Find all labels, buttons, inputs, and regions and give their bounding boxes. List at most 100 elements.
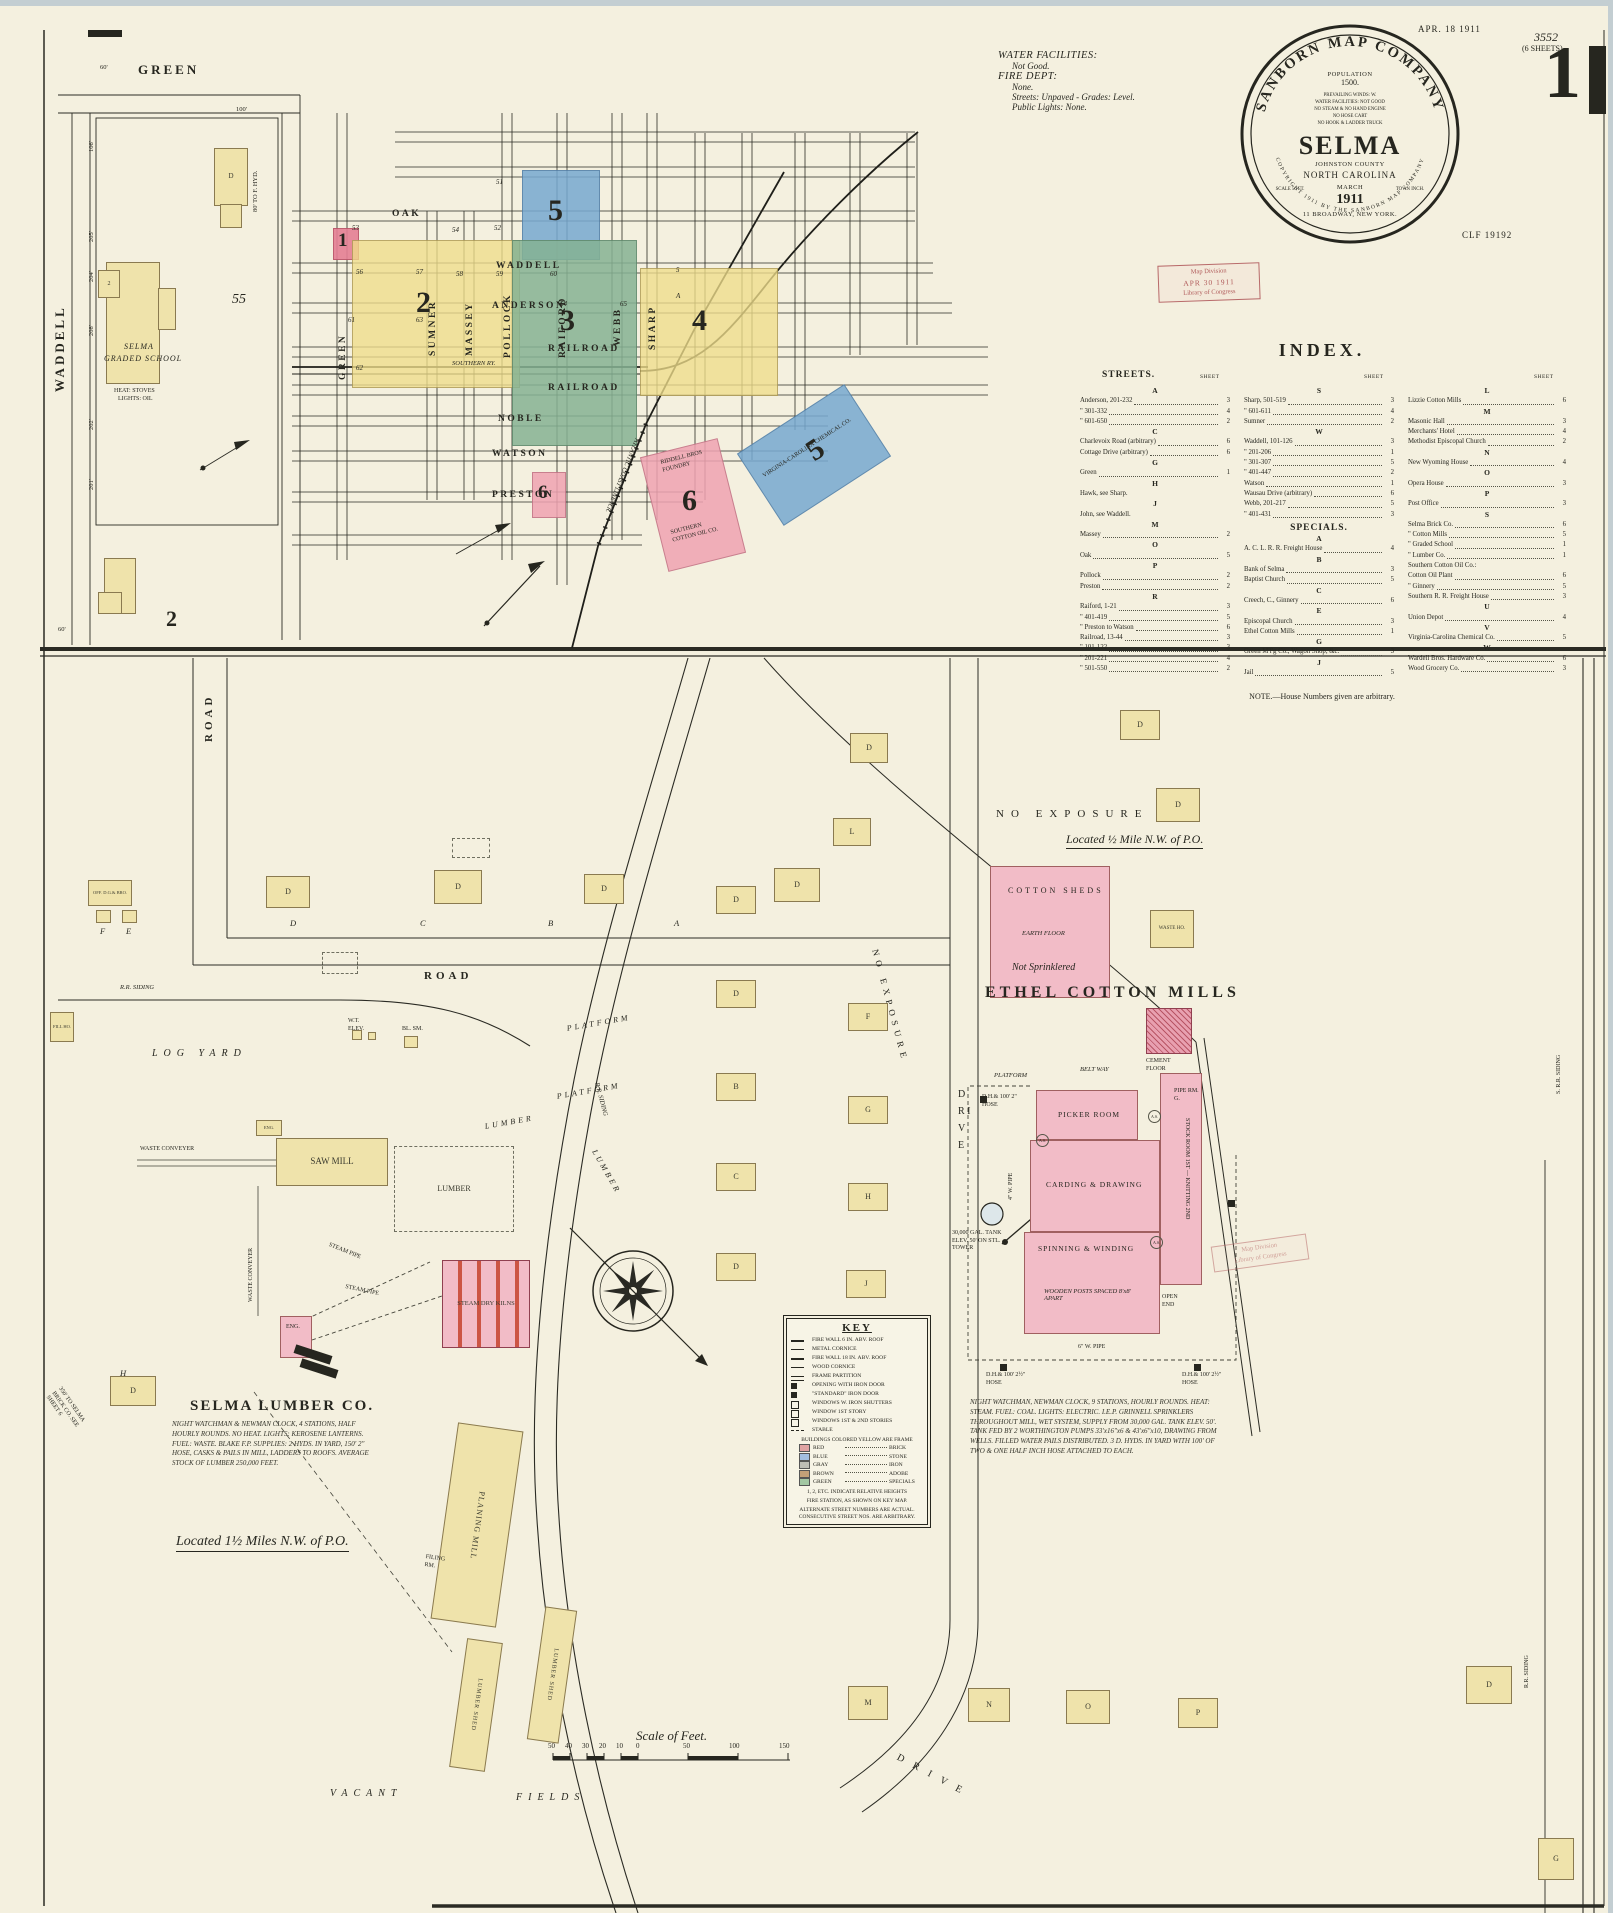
index-row: Raiford, 1-21 3 (1080, 602, 1230, 612)
key-symbol (791, 1427, 809, 1435)
index-entry-name: " Graded School (1408, 541, 1454, 549)
index-entry-sheet: 6 (1226, 448, 1230, 456)
index-row: O (1080, 540, 1230, 550)
index-row: Merchants' Hotel 4 (1408, 427, 1566, 437)
key-color-leader (845, 1455, 887, 1457)
index-row: " 401-447 2 (1244, 468, 1394, 478)
index-entry-name: " Ginnery (1408, 582, 1435, 590)
index-entry-sheet: 5 (1390, 500, 1394, 508)
index-row: Watson 1 (1244, 479, 1394, 489)
index-entry-sheet: 6 (1562, 520, 1566, 528)
index-entry-sheet: 5 (1562, 634, 1566, 642)
index-row: E (1244, 606, 1394, 616)
sheet-borders (40, 30, 1606, 1908)
index-column-1: A Anderson, 201-232 3 (1080, 386, 1230, 674)
index-row: Sharp, 501-519 3 (1244, 396, 1394, 406)
index-entry-sheet: 6 (1562, 397, 1566, 405)
index-entry-name: Masonic Hall (1408, 417, 1445, 425)
key-row: WOOD CORNICE (791, 1363, 923, 1372)
water-facilities-label: WATER FACILITIES: (998, 50, 1098, 61)
index-leader (1341, 654, 1382, 656)
index-leader (1255, 675, 1382, 677)
index-entry-name: Creech, C., Ginnery (1244, 596, 1299, 604)
index-row: J (1080, 499, 1230, 509)
file-reference: CLF 19192 (1462, 230, 1513, 240)
index-row: M (1080, 520, 1230, 530)
index-entry-sheet: 4 (1562, 428, 1566, 436)
index-entry-sheet: 4 (1562, 459, 1566, 467)
index-entry-name: Lizzie Cotton Mills (1408, 397, 1462, 405)
index-row: Wood Grocery Co. 3 (1408, 664, 1566, 674)
index-entry-sheet: 1 (1562, 551, 1566, 559)
index-entry-name: " Cotton Mills (1408, 531, 1448, 539)
index-row: W (1244, 427, 1394, 437)
index-entry-sheet: 2 (1390, 469, 1394, 477)
key-color-name: BLUE (813, 1453, 828, 1460)
index-entry-sheet: 3 (1562, 592, 1566, 600)
key-symbol (791, 1382, 809, 1390)
index-entry-name: Episcopal Church (1244, 617, 1293, 625)
index-row: Union Depot 4 (1408, 613, 1566, 623)
index-entry-name: " 201-221 (1080, 654, 1108, 662)
index-entry-name: " 401-431 (1244, 510, 1272, 518)
sheet-number: 1 (1544, 32, 1581, 114)
index-leader (1436, 588, 1554, 590)
index-row: H (1080, 479, 1230, 489)
inset-map-lines (58, 94, 301, 645)
index-row: " 301-332 4 (1080, 407, 1230, 417)
index-row: Southern Cotton Oil Co.: (1408, 561, 1566, 571)
key-color-leader (845, 1446, 887, 1448)
index-entry-sheet: 4 (1226, 654, 1230, 662)
index-row: " 201-221 4 (1080, 654, 1230, 664)
key-color-name: GRAY (813, 1462, 829, 1469)
index-leader (1149, 455, 1218, 457)
town-grid-lines (292, 113, 988, 585)
index-letter: C (1152, 427, 1158, 437)
index-leader (1135, 630, 1218, 632)
index-leader (1296, 634, 1382, 636)
key-label: WINDOWS W. IRON SHUTTERS (812, 1400, 892, 1406)
index-note: NOTE.—House Numbers given are arbitrary. (1249, 692, 1395, 701)
ethel-mills-notes: NIGHT WATCHMAN, NEWMAN CLOCK, 9 STATIONS… (970, 1398, 1217, 1455)
index-entry-sheet: 4 (1226, 407, 1230, 415)
selma-lumber-notes: NIGHT WATCHMAN & NEWMAN CLOCK, 4 STATION… (172, 1420, 369, 1468)
index-entry-name: " 501-550 (1080, 665, 1108, 673)
index-letter: E (1316, 606, 1322, 616)
index-entry-sheet: 4 (1390, 407, 1394, 415)
key-symbol (791, 1409, 809, 1418)
date-stamp: APR. 18 1911 (1418, 24, 1481, 34)
index-entry-name: " 401-419 (1080, 613, 1108, 621)
key-color-name: GREEN (813, 1479, 832, 1486)
bottom-sidings (58, 657, 1595, 1913)
index-leader (1098, 475, 1218, 477)
key-row: WINDOWS 1ST & 2ND STORIES (791, 1417, 923, 1427)
key-row: WINDOW 1ST STORY (791, 1408, 923, 1418)
index-leader (1273, 516, 1382, 518)
index-entry-sheet: 4 (1390, 545, 1394, 553)
index-sheet-header: SHEET (1534, 374, 1554, 380)
index-leader (1449, 537, 1554, 539)
index-entry-name: Opera House (1408, 479, 1444, 487)
map-key: KEY FIRE WALL 6 IN. ABV. ROOF METAL CORN… (783, 1315, 931, 1528)
key-label: WINDOWS 1ST & 2ND STORIES (812, 1418, 893, 1424)
index-entry-sheet: 3 (1562, 417, 1566, 425)
index-section-header: SPECIALS. (1290, 522, 1348, 533)
index-entry-name: " Lumber Co. (1408, 551, 1446, 559)
index-row: Cottage Drive (arbitrary) 6 (1080, 448, 1230, 458)
index-leader (1456, 434, 1554, 436)
index-entry-name: " 301-332 (1080, 407, 1108, 415)
index-entry-sheet: 5 (1390, 576, 1394, 584)
seal-county: JOHNSTON COUNTY (1315, 161, 1385, 168)
index-entry-sheet: 2 (1226, 665, 1230, 673)
water-facilities-value: Not Good. (1012, 61, 1050, 71)
key-row: METAL CORNICE (791, 1345, 923, 1354)
index-leader (1294, 444, 1382, 446)
key-row: FIRE WALL 6 IN. ABV. ROOF (791, 1336, 923, 1345)
index-row: R (1080, 592, 1230, 602)
index-leader (1102, 588, 1218, 590)
index-letter: R (1152, 591, 1158, 601)
index-entry-sheet: 6 (1226, 623, 1230, 631)
key-symbol (791, 1346, 809, 1354)
index-row: " 401-431 3 (1244, 510, 1394, 520)
